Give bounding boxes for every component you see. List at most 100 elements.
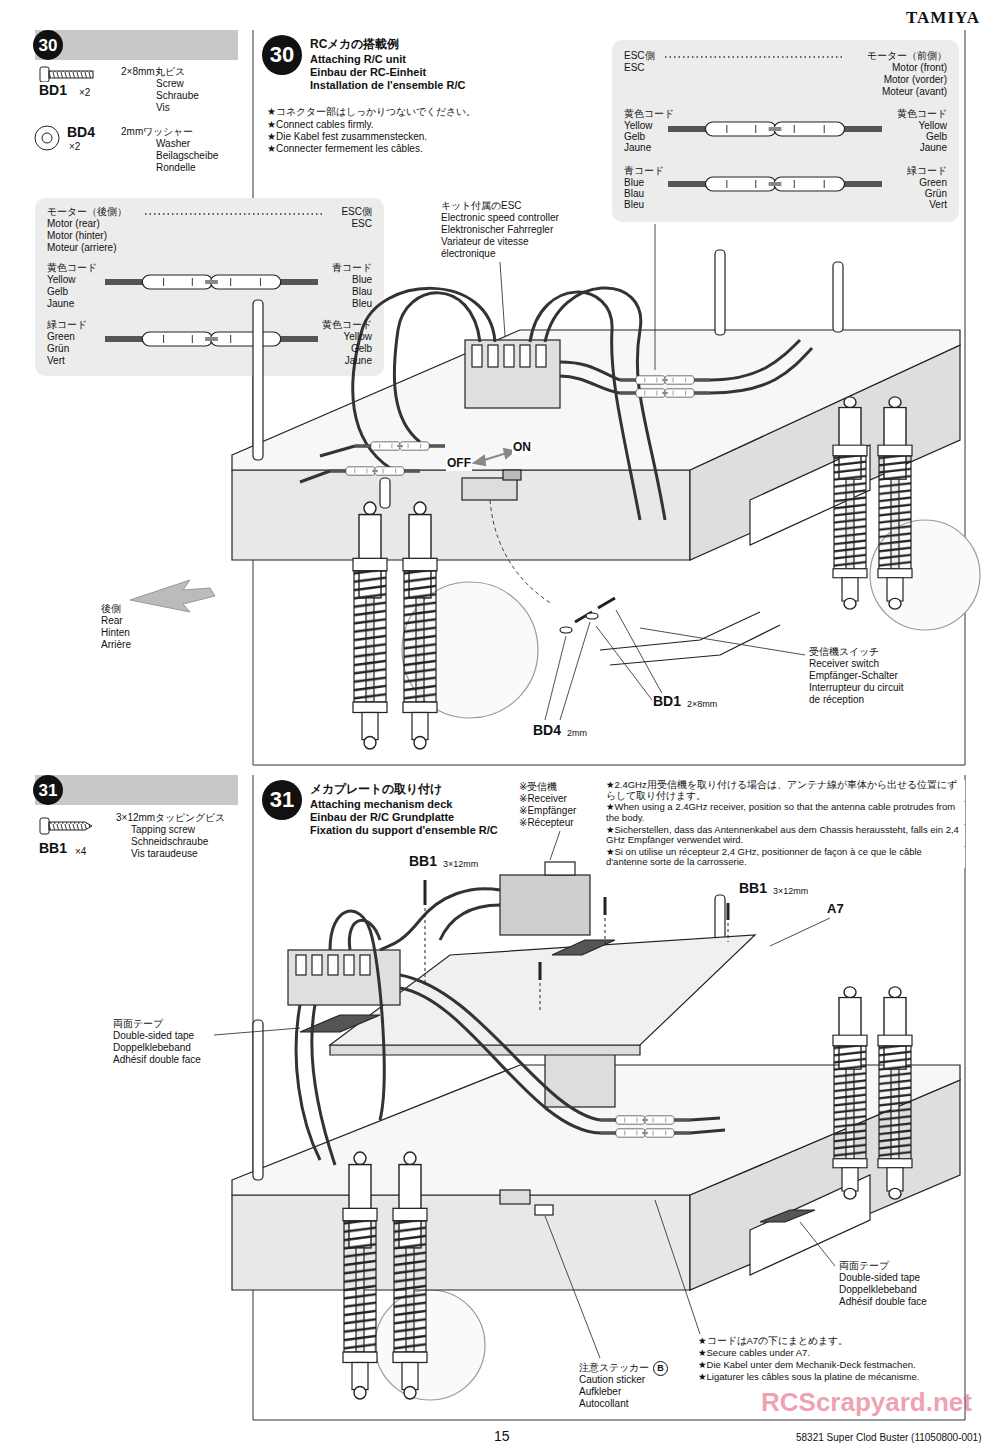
wire-color-label: Bleu bbox=[352, 298, 372, 310]
callout-label: Doppelklebeband bbox=[112, 1042, 192, 1054]
leader-line bbox=[596, 626, 652, 700]
part-name: Rondelle bbox=[155, 162, 196, 174]
callout-label: Autocollant bbox=[578, 1398, 629, 1410]
chassis-drawing bbox=[343, 1152, 377, 1399]
screw-guide bbox=[539, 962, 542, 980]
screw-guide bbox=[727, 903, 730, 920]
part-name: 3×12mmタッピングビス bbox=[115, 812, 226, 824]
wiring-callout-ground bbox=[612, 40, 959, 222]
screw-guide bbox=[425, 880, 728, 1010]
bullet-connector bbox=[600, 1116, 690, 1137]
step-heading: Attaching R/C unit bbox=[310, 53, 406, 66]
step-heading: ★コネクター部はしっかりつないでください。 bbox=[267, 106, 476, 118]
dimension: 3×12mm bbox=[772, 886, 809, 896]
brand-logo: TAMIYA bbox=[905, 8, 981, 28]
wire-color-label: Moteur (arriere) bbox=[47, 242, 116, 254]
bullet-connector bbox=[105, 275, 318, 289]
part-quantity: ×2 bbox=[78, 87, 91, 99]
chassis-drawing bbox=[552, 940, 615, 955]
chassis-drawing bbox=[393, 1152, 427, 1399]
wire-color-label: 黄色コード bbox=[624, 108, 674, 120]
step-number-text: 31 bbox=[39, 782, 58, 799]
chassis-drawing bbox=[232, 862, 960, 1400]
wiring-callout-ground bbox=[35, 40, 959, 376]
bullet-connector bbox=[355, 442, 445, 450]
callout-label: Electronic speed controller bbox=[440, 212, 560, 224]
wire-color-label: Yellow bbox=[47, 274, 76, 286]
cable bbox=[400, 975, 600, 1120]
bullet-connector bbox=[668, 122, 882, 136]
leader-line bbox=[770, 918, 830, 946]
part-name: Washer bbox=[155, 138, 191, 150]
wiring-callout: ESC側ESCモーター（前側）Motor (front)Motor (vorde… bbox=[612, 40, 959, 222]
wire-color-label: Motor (rear) bbox=[47, 218, 100, 230]
part-code: BD1 bbox=[38, 82, 68, 98]
wiring-callout-ground bbox=[35, 198, 384, 376]
note-text: ★Ligaturer les câbles sous la platine de… bbox=[697, 1372, 920, 1383]
chassis-drawing bbox=[353, 502, 387, 749]
screw-guide bbox=[604, 897, 607, 915]
switch-arrow bbox=[474, 449, 514, 465]
chassis-drawing bbox=[535, 1205, 553, 1215]
note-text: ★Die Kabel unter dem Mechanik-Deck festm… bbox=[697, 1360, 917, 1371]
screw-guide bbox=[605, 918, 606, 945]
note-text: ★2.4GHz用受信機を取り付ける場合は、アンテナ線が車体から出せる位置にずらし… bbox=[605, 780, 965, 801]
page-number: 15 bbox=[493, 1428, 511, 1444]
chassis-drawing bbox=[253, 1020, 263, 1180]
wire-color-label: Bleu bbox=[624, 199, 644, 211]
wire-color-label: Gelb bbox=[624, 131, 645, 143]
callout-label: キット付属のESC bbox=[440, 200, 523, 212]
dimension: 2mm bbox=[566, 728, 588, 738]
chassis-drawing bbox=[312, 955, 322, 975]
chassis-drawing bbox=[878, 397, 912, 609]
cable bbox=[440, 905, 500, 940]
wire-color-label: Jaune bbox=[920, 142, 947, 154]
dimension: 2×8mm bbox=[686, 699, 718, 709]
callout-label: ※Empfänger bbox=[518, 805, 577, 817]
leader-line bbox=[550, 831, 560, 860]
part-name: Schraube bbox=[155, 90, 200, 102]
bullet-connector bbox=[620, 389, 710, 397]
sticker-letter: B bbox=[653, 1361, 668, 1376]
wire-color-label: Moteur (avant) bbox=[882, 86, 947, 98]
switch-position: ON bbox=[512, 441, 532, 455]
leader-line bbox=[655, 224, 656, 370]
chassis-drawing bbox=[488, 345, 498, 367]
callout-label: Variateur de vitesse bbox=[440, 236, 530, 248]
wire-color-label: Jaune bbox=[345, 355, 372, 367]
chassis-drawing bbox=[586, 613, 598, 619]
chassis-drawing bbox=[575, 598, 615, 622]
chassis-drawing bbox=[232, 1195, 690, 1290]
step-heading: Installation de l'ensemble R/C bbox=[310, 79, 465, 92]
chassis-drawing bbox=[403, 502, 437, 749]
note-text: ★Si on utilise un récepteur 2,4 GHz, pos… bbox=[605, 847, 965, 868]
chassis-drawing bbox=[232, 250, 980, 749]
wire-color-label: ESC側 bbox=[624, 50, 655, 62]
parts-icon bbox=[35, 126, 59, 150]
rear-arrow bbox=[130, 580, 215, 612]
parts-icon bbox=[49, 71, 93, 78]
chassis-drawing bbox=[500, 1190, 530, 1204]
cable bbox=[690, 1118, 725, 1133]
wire-color-label: Blau bbox=[352, 286, 372, 298]
note-text: ★Sicherstellen, dass das Antennenkabel a… bbox=[605, 825, 965, 846]
bullet-connector bbox=[105, 332, 318, 346]
part-name: 2mmワッシャー bbox=[120, 126, 194, 138]
step-heading: RCメカの搭載例 bbox=[310, 38, 399, 52]
chassis-drawing bbox=[288, 950, 400, 1005]
callout-label: Caution sticker bbox=[578, 1374, 646, 1386]
part-code: BB1 bbox=[738, 880, 768, 896]
part-code: BD4 bbox=[532, 722, 562, 738]
parts-icon bbox=[42, 133, 52, 143]
chassis-drawing bbox=[520, 345, 530, 367]
step-number: 30 bbox=[262, 35, 302, 75]
wire-color-label: ESC bbox=[351, 218, 372, 230]
cable bbox=[560, 376, 620, 393]
parts-icon bbox=[40, 818, 49, 834]
part-name: Vis taraudeuse bbox=[130, 848, 199, 860]
step-number-text: 30 bbox=[270, 44, 294, 66]
leader-line bbox=[500, 262, 505, 336]
cable bbox=[349, 920, 380, 950]
callout-label: ※Récepteur bbox=[518, 817, 575, 829]
